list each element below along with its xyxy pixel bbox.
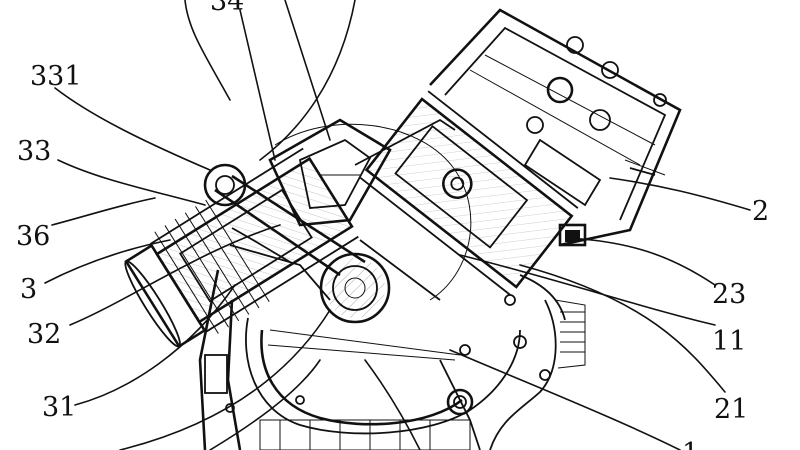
leader-lines: [44, 0, 751, 450]
v-center-block: [229, 118, 456, 301]
leader-1: [449, 349, 681, 450]
label-3: 3: [20, 274, 37, 305]
label-23: 23: [712, 279, 746, 310]
leader-top-a: [184, 0, 231, 101]
label-11: 11: [712, 326, 746, 357]
leader-3: [44, 239, 171, 284]
label-1: 1: [682, 438, 699, 450]
leader-331: [54, 87, 211, 171]
label-21: 21: [714, 394, 748, 425]
leader-31: [74, 284, 236, 406]
label-31: 31: [42, 392, 76, 423]
leader-bottom-a: [119, 309, 331, 450]
leader-36: [51, 197, 156, 226]
leader-11: [459, 254, 716, 326]
leader-33: [57, 159, 206, 206]
crankcase: [198, 269, 586, 450]
reference-labels: 34 331 33 36 3 32 31 2 23 11 21 1: [16, 0, 769, 450]
leader-bottom-b: [209, 359, 321, 450]
left-cylinder: [124, 147, 359, 349]
leader-2: [609, 177, 751, 211]
label-2: 2: [752, 196, 769, 227]
leader-21: [519, 264, 726, 393]
label-34: 34: [210, 0, 244, 17]
label-33: 33: [17, 136, 51, 167]
label-331: 331: [30, 61, 82, 92]
leader-23: [569, 237, 716, 286]
label-32: 32: [27, 319, 61, 350]
leader-top-d: [259, 0, 356, 161]
right-cylinder: [359, 90, 579, 296]
leader-top-c: [284, 0, 331, 141]
label-36: 36: [16, 221, 50, 252]
leader-34: [239, 9, 276, 161]
leader-32: [69, 224, 281, 326]
leader-bottom-c: [364, 359, 421, 450]
